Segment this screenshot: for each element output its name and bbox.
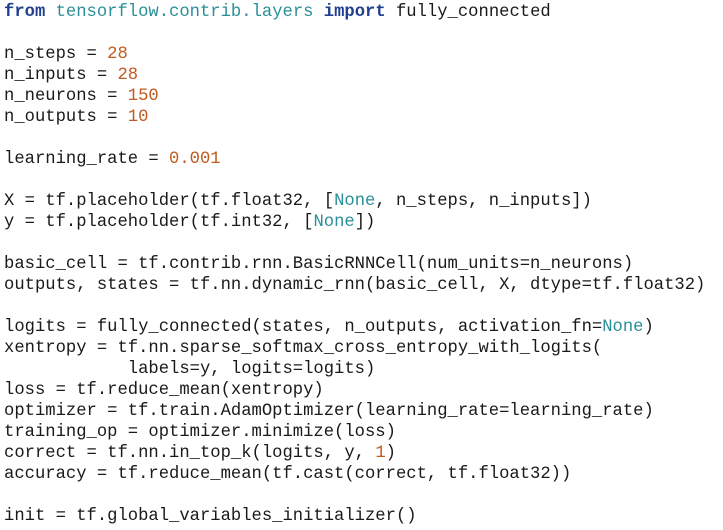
code-line: ​ — [4, 128, 705, 149]
number-token: 28 — [117, 66, 139, 85]
code-text: optimizer = tf.train.AdamOptimizer(learn… — [4, 402, 654, 421]
code-text: training_op = optimizer.minimize(loss) — [4, 423, 396, 442]
code-text: , n_steps, n_inputs]) — [375, 192, 592, 211]
number-token: 0.001 — [169, 150, 221, 169]
code-text: xentropy = tf.nn.sparse_softmax_cross_en… — [4, 339, 603, 358]
code-line: learning_rate = 0.001 — [4, 149, 705, 170]
code-text: fully_connected — [385, 3, 551, 22]
code-line: labels=y, logits=logits) — [4, 359, 705, 380]
code-text: n_outputs = — [4, 108, 128, 127]
code-line: correct = tf.nn.in_top_k(logits, y, 1) — [4, 443, 705, 464]
code-line: loss = tf.reduce_mean(xentropy) — [4, 380, 705, 401]
code-text: outputs, states = tf.nn.dynamic_rnn(basi… — [4, 276, 706, 295]
code-text: init = tf.global_variables_initializer() — [4, 507, 417, 526]
code-text: ) — [643, 318, 654, 337]
code-line: ​ — [4, 296, 705, 317]
code-line: ​ — [4, 485, 705, 506]
code-line: training_op = optimizer.minimize(loss) — [4, 422, 705, 443]
keyword-token: from — [4, 3, 46, 22]
constant-token: None — [602, 318, 644, 337]
constant-token: None — [334, 192, 376, 211]
code-line: X = tf.placeholder(tf.float32, [None, n_… — [4, 191, 705, 212]
number-token: 1 — [375, 444, 386, 463]
code-line: logits = fully_connected(states, n_outpu… — [4, 317, 705, 338]
code-line: optimizer = tf.train.AdamOptimizer(learn… — [4, 401, 705, 422]
code-line: ​ — [4, 23, 705, 44]
code-line: ​ — [4, 170, 705, 191]
code-line: accuracy = tf.reduce_mean(tf.cast(correc… — [4, 464, 705, 485]
code-text: ]) — [354, 213, 376, 232]
number-token: 28 — [107, 45, 128, 64]
code-text: ) — [385, 444, 396, 463]
code-text: loss = tf.reduce_mean(xentropy) — [4, 381, 324, 400]
code-text: logits = fully_connected(states, n_outpu… — [4, 318, 603, 337]
code-line: n_outputs = 10 — [4, 107, 705, 128]
number-token: 150 — [127, 87, 159, 106]
code-text: labels=y, logits=logits) — [4, 360, 376, 379]
keyword-token: import — [323, 3, 386, 22]
code-text: X = tf.placeholder(tf.float32, [ — [4, 192, 335, 211]
code-line: n_inputs = 28 — [4, 65, 705, 86]
code-text — [313, 3, 323, 22]
code-text: learning_rate = — [4, 150, 170, 169]
code-line: xentropy = tf.nn.sparse_softmax_cross_en… — [4, 338, 705, 359]
code-block: from tensorflow.contrib.layers import fu… — [4, 2, 705, 527]
constant-token: None — [313, 213, 355, 232]
code-line: init = tf.global_variables_initializer() — [4, 506, 705, 527]
code-text: accuracy = tf.reduce_mean(tf.cast(correc… — [4, 465, 572, 484]
code-line: outputs, states = tf.nn.dynamic_rnn(basi… — [4, 275, 705, 296]
code-line: n_steps = 28 — [4, 44, 705, 65]
code-text: y = tf.placeholder(tf.int32, [ — [4, 213, 314, 232]
module-token: tensorflow.contrib.layers — [55, 3, 314, 22]
code-line: basic_cell = tf.contrib.rnn.BasicRNNCell… — [4, 254, 705, 275]
code-text: n_steps = — [4, 45, 108, 64]
code-text: correct = tf.nn.in_top_k(logits, y, — [4, 444, 376, 463]
code-line: from tensorflow.contrib.layers import fu… — [4, 2, 705, 23]
number-token: 10 — [127, 108, 149, 127]
code-line: ​ — [4, 233, 705, 254]
code-text: n_inputs = — [4, 66, 118, 85]
code-text: basic_cell = tf.contrib.rnn.BasicRNNCell… — [4, 255, 634, 274]
code-text — [45, 3, 55, 22]
code-line: y = tf.placeholder(tf.int32, [None]) — [4, 212, 705, 233]
code-text: n_neurons = — [4, 87, 128, 106]
code-line: n_neurons = 150 — [4, 86, 705, 107]
